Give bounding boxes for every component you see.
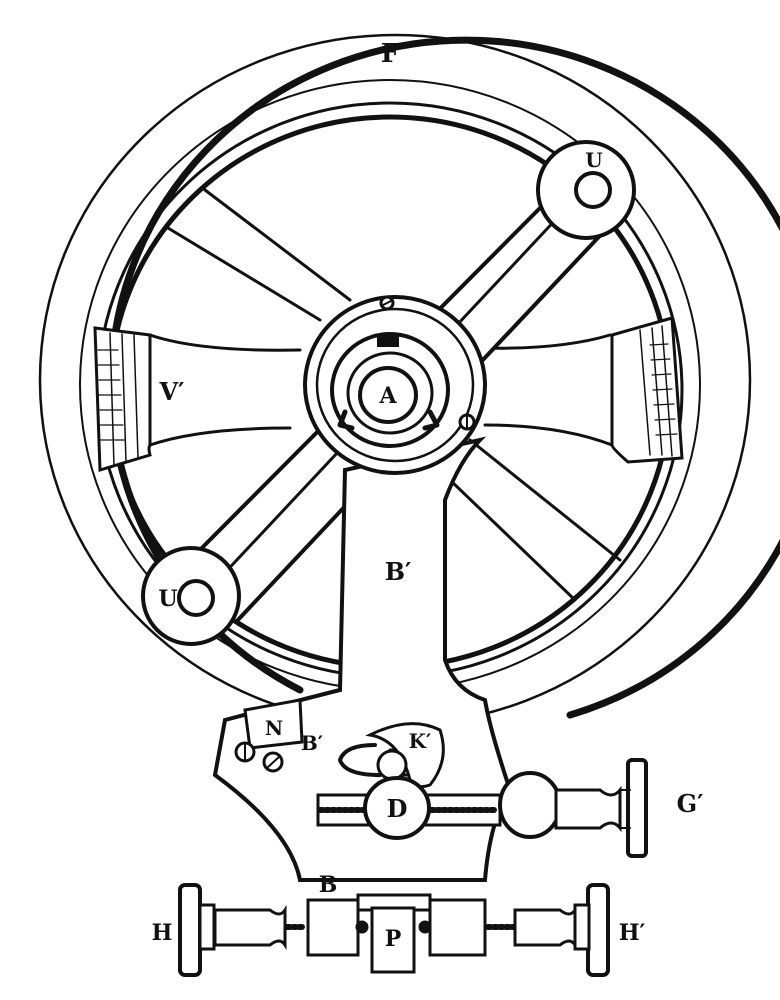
boss-lower	[141, 546, 241, 646]
label-d: D	[387, 794, 408, 823]
label-h-prime: H′	[619, 920, 646, 946]
label-p: P	[385, 926, 402, 952]
label-b: B	[319, 872, 338, 898]
label-h: H	[152, 920, 173, 946]
vernier-right	[610, 316, 684, 464]
wheel-spokes	[148, 188, 622, 602]
label-n: N	[265, 716, 283, 740]
tangent-screw-assembly	[316, 758, 648, 858]
central-hub	[303, 295, 487, 475]
label-u-bottom: U	[158, 586, 177, 612]
label-b-prime-arm: B′	[385, 557, 412, 586]
label-u-top: U	[585, 148, 602, 172]
base-assembly	[178, 883, 610, 977]
index-block-n	[234, 698, 304, 773]
label-a: A	[378, 383, 397, 409]
label-b-prime-base: B′	[301, 731, 323, 755]
label-v-prime: V′	[159, 377, 185, 406]
label-g-prime: G′	[677, 789, 704, 818]
boss-upper	[536, 140, 636, 240]
cam-k-prime	[338, 722, 445, 789]
vernier-left	[93, 326, 152, 472]
label-k-prime: K′	[409, 729, 432, 753]
label-f: F	[381, 39, 400, 69]
